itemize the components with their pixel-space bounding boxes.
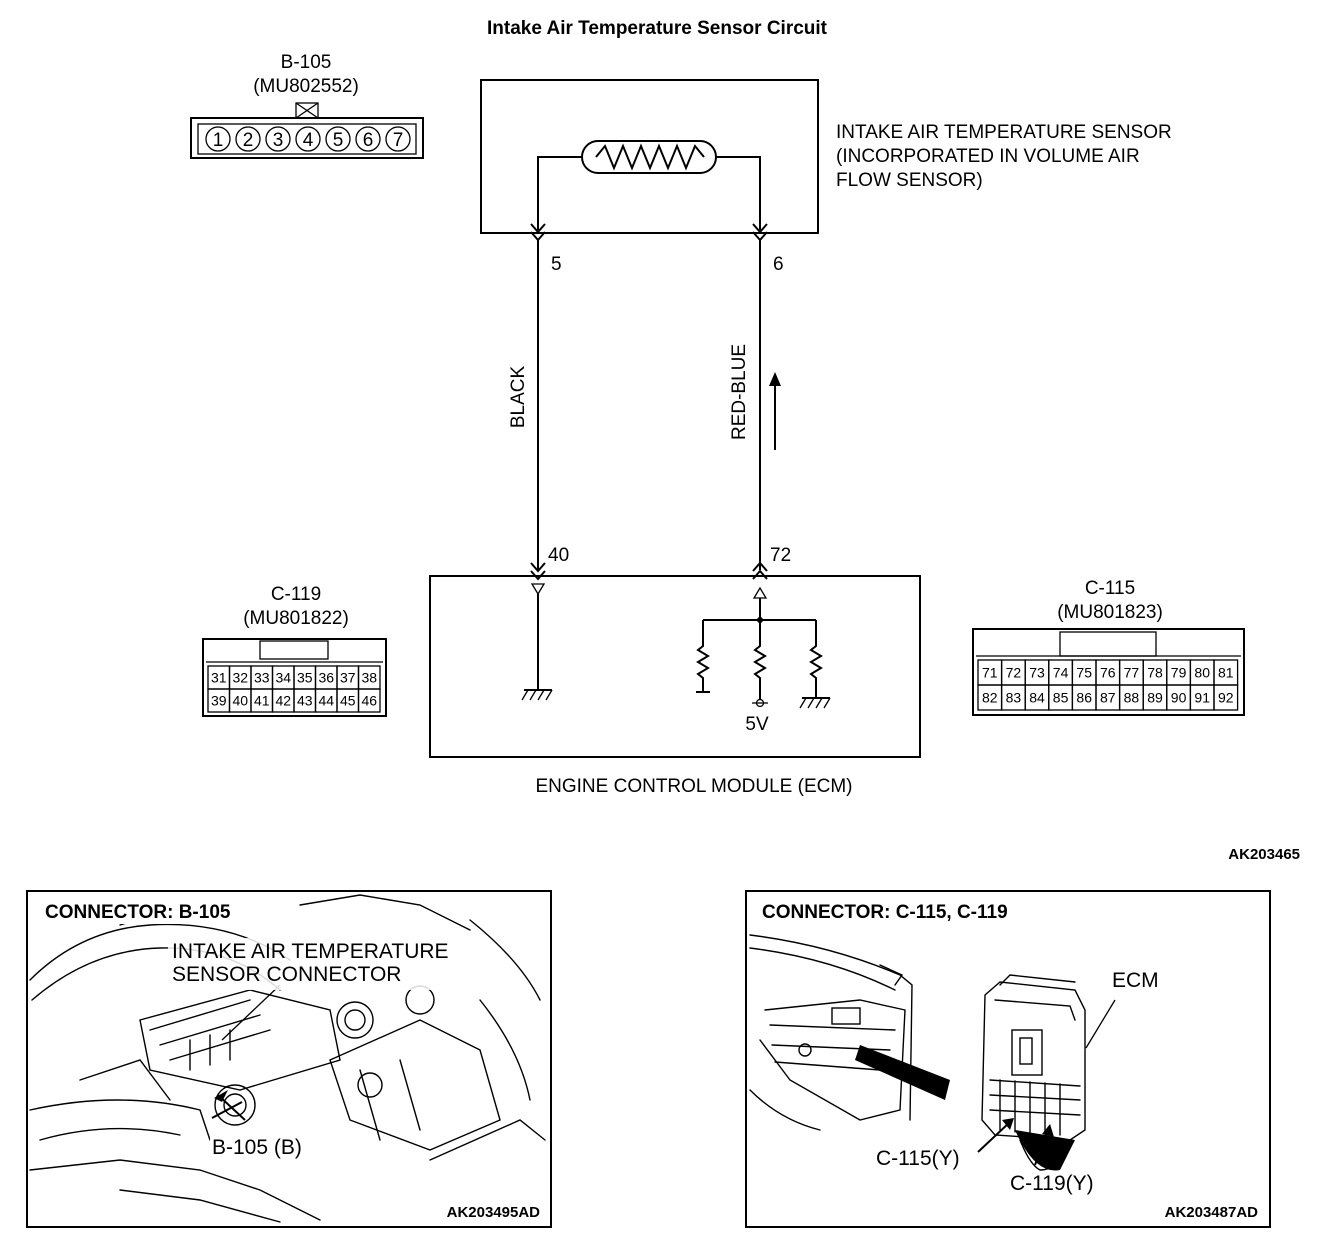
panel-left-code: AK203495AD (447, 1204, 541, 1221)
connector-pin-number: 33 (254, 670, 270, 686)
wire-label-black: BLACK (508, 366, 529, 429)
b105-pin: 6 (363, 130, 374, 151)
b105-pin: 5 (333, 130, 344, 151)
connector-pin-number: 75 (1076, 665, 1092, 681)
connector-cell (1213, 684, 1239, 711)
b105-pin: 7 (393, 130, 404, 151)
connector-c119-part: (MU801822) (243, 608, 349, 629)
panel-right-c115-label: C-115(Y) (876, 1147, 960, 1170)
connector-pin-number: 39 (211, 693, 227, 709)
connector-b105-name: B-105 (281, 52, 332, 73)
connector-pin-number: 78 (1147, 665, 1163, 681)
panel-right-code: AK203487AD (1165, 1204, 1259, 1221)
connector-pin-number: 79 (1171, 665, 1187, 681)
connector-c115-part: (MU801823) (1057, 602, 1163, 623)
panel-left-heading: CONNECTOR: B-105 (45, 902, 231, 923)
connector-pin-number: 81 (1218, 665, 1234, 681)
connector-b105-part: (MU802552) (253, 76, 359, 97)
current-direction-arrow (769, 372, 781, 450)
connector-pin-number: 44 (318, 693, 334, 709)
ecm-label: ENGINE CONTROL MODULE (ECM) (535, 776, 852, 797)
ecm-5v-supply: 5V (745, 714, 769, 735)
connector-pin-number: 32 (232, 670, 248, 686)
connector-c119-name: C-119 (271, 584, 321, 605)
figure-code: AK203465 (1228, 846, 1300, 863)
connector-pin-number: 36 (318, 670, 334, 686)
connector-pin-number: 42 (275, 693, 291, 709)
sensor-label-line: (INCORPORATED IN VOLUME AIR (836, 146, 1140, 167)
connector-pin-number: 46 (361, 693, 377, 709)
b105-pin: 4 (303, 130, 314, 151)
panel-right-c119-label: C-119(Y) (1010, 1172, 1094, 1195)
connector-pin-number: 31 (211, 670, 227, 686)
connector-b105-pins: 1 2 3 4 5 6 7 (205, 126, 411, 152)
panel-right-heading: CONNECTOR: C-115, C-119 (762, 902, 1008, 923)
connector-pin-number: 91 (1194, 690, 1210, 706)
connector-pin-number: 43 (297, 693, 313, 709)
connector-pin-number: 92 (1218, 690, 1234, 706)
connector-pin-number: 85 (1053, 690, 1069, 706)
connector-pin-number: 76 (1100, 665, 1116, 681)
connector-pin-number: 90 (1171, 690, 1187, 706)
b105-pin: 3 (273, 130, 284, 151)
connector-b105: B-105 (MU802552) 1 2 3 4 5 6 7 (190, 52, 424, 159)
connector-pin-number: 82 (982, 690, 998, 706)
connector-pin-number: 86 (1076, 690, 1092, 706)
connector-pin-number: 38 (361, 670, 377, 686)
ecm-location-sketch (749, 934, 913, 1131)
connector-c119: C-119 (MU801822) 31 32 33 34 35 36 37 38 39 40 41 4… (202, 584, 387, 717)
connector-pin-number: 45 (340, 693, 356, 709)
connector-pin-number: 35 (297, 670, 313, 686)
sensor-pin-6: 6 (773, 254, 784, 275)
connector-c115-name: C-115 (1085, 578, 1135, 599)
wire-label-red-blue: RED-BLUE (729, 344, 750, 440)
connector-pin-number: 40 (232, 693, 248, 709)
connector-pin-number: 80 (1194, 665, 1210, 681)
connector-pin-number: 34 (275, 670, 291, 686)
panel-b105-location: CONNECTOR: B-105 INTAKE AIR TEMPERATURE … (26, 890, 552, 1228)
panel-c115-c119-location: CONNECTOR: C-115, C-119 (745, 890, 1271, 1228)
connector-pin-number: 83 (1006, 690, 1022, 706)
b105-pin: 1 (213, 130, 224, 151)
connector-pin-number: 41 (254, 693, 270, 709)
connector-cell (357, 688, 381, 713)
connector-c115: C-115 (MU801823) 71 72 73 74 75 76 77 78 79 80 81 8… (972, 578, 1245, 716)
engine-control-module: 5V 40 72 ENGINE CONTROL MODULE (ECM) (429, 545, 921, 797)
sensor-pin-5: 5 (551, 254, 562, 275)
connector-pin-number: 84 (1029, 690, 1045, 706)
connector-pin-number: 37 (340, 670, 356, 686)
panel-left-location: B-105 (B) (212, 1136, 302, 1159)
panel-left-callout-line: INTAKE AIR TEMPERATURE (172, 940, 449, 963)
sensor-label-line: FLOW SENSOR) (836, 170, 983, 191)
connector-pin-number: 73 (1029, 665, 1045, 681)
connector-pin-number: 88 (1124, 690, 1140, 706)
b105-pin: 2 (243, 130, 254, 151)
connector-pin-number: 89 (1147, 690, 1163, 706)
connector-pin-number: 74 (1053, 665, 1069, 681)
connector-pin-number: 71 (982, 665, 998, 681)
thermistor (581, 140, 717, 174)
ecm-pin-40: 40 (548, 545, 569, 566)
diagram-title: Intake Air Temperature Sensor Circuit (487, 18, 828, 39)
connector-pin-number: 77 (1124, 665, 1140, 681)
ecm-pin-72: 72 (770, 545, 791, 566)
intake-air-temperature-sensor: INTAKE AIR TEMPERATURE SENSOR (INCORPORA… (480, 79, 1172, 275)
connector-pin-number: 72 (1006, 665, 1022, 681)
panel-right-ecm-label: ECM (1112, 969, 1159, 992)
panel-left-callout-line: SENSOR CONNECTOR (172, 963, 401, 986)
connector-pin-number: 87 (1100, 690, 1116, 706)
sensor-label-line: INTAKE AIR TEMPERATURE SENSOR (836, 122, 1172, 143)
